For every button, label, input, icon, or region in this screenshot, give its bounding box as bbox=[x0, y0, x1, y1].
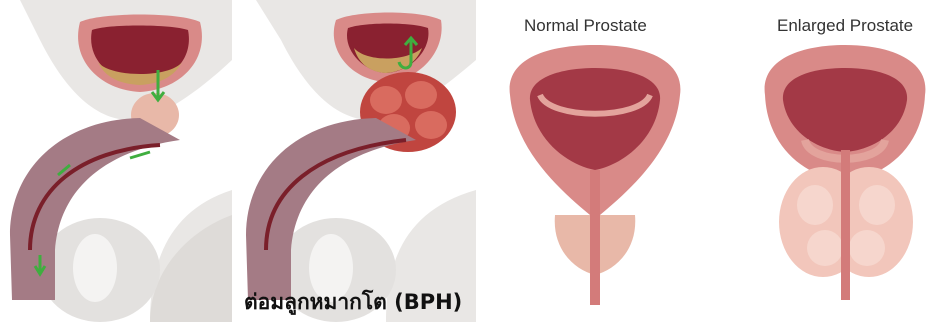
testis bbox=[73, 234, 117, 302]
bph-anatomy-panel bbox=[236, 0, 476, 322]
enlarged-prostate-illustration bbox=[745, 0, 942, 322]
normal-prostate-illustration bbox=[490, 0, 700, 322]
normal-anatomy-illustration bbox=[0, 0, 232, 322]
bph-caption: ต่อมลูกหมากโต (BPH) bbox=[244, 286, 462, 319]
bph-anatomy-illustration bbox=[236, 0, 476, 322]
normal-prostate-panel: Normal Prostate bbox=[490, 0, 700, 322]
urethra bbox=[590, 170, 600, 305]
normal-anatomy-panel bbox=[0, 0, 232, 322]
urethra bbox=[841, 150, 850, 300]
enlarged-prostate-panel: Enlarged Prostate bbox=[745, 0, 942, 322]
